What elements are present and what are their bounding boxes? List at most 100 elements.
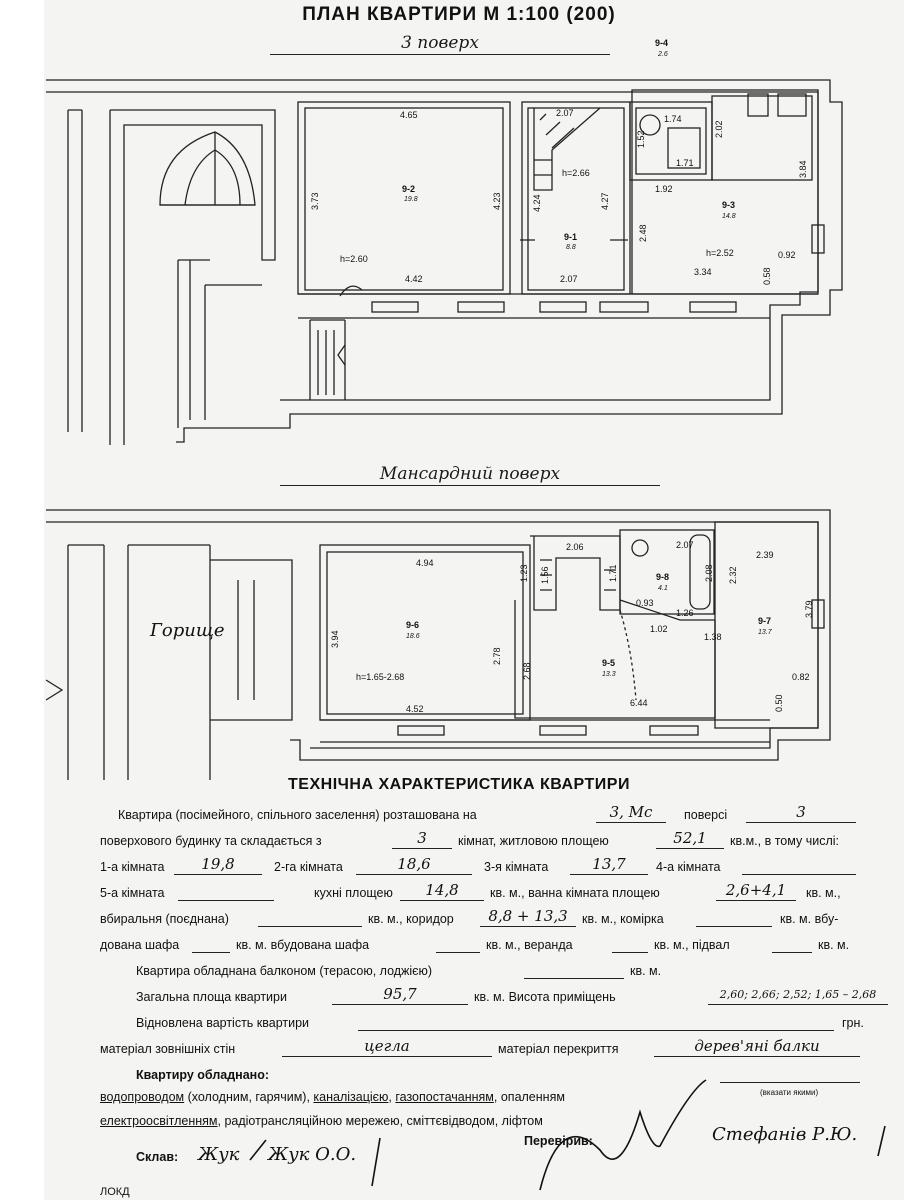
dim-9-5-e: 0.93 — [636, 598, 654, 608]
label-basement-unit: кв. м. — [818, 938, 850, 952]
dim-9-7-d: 3.79 — [804, 600, 814, 618]
field-room-4 — [742, 856, 856, 875]
dim-9-6-top: 4.94 — [416, 558, 434, 568]
field-room-count: 3 — [392, 830, 452, 849]
tech-line-9: Відновлена вартість квартири грн. — [0, 1012, 918, 1036]
stair-9-4-id: 9-4 — [655, 38, 668, 48]
field-kitchen: 14,8 — [400, 882, 484, 901]
field-value — [358, 1012, 834, 1031]
label-room-3: 3-я кімната — [484, 860, 549, 874]
label-kitchen: кухні площею — [314, 886, 393, 900]
dim-9-5-b: 1.56 — [540, 566, 550, 584]
room-9-8-area: 4.1 — [658, 585, 668, 592]
dim-9-8-a: 2.07 — [676, 540, 694, 550]
field-total-area: 95,7 — [332, 986, 468, 1005]
field-basement — [772, 934, 812, 953]
label-bathroom-unit: кв. м., — [806, 886, 841, 900]
dim-9-6-right: 2.78 — [492, 647, 502, 665]
room-9-5-area: 13.3 — [602, 671, 616, 678]
room-9-6-height: h=1.65-2.68 — [356, 672, 404, 682]
room-9-2-height: h=2.60 — [340, 254, 368, 264]
dim-9-1-top: 2.07 — [556, 108, 574, 118]
dim-9-5-d: 2.68 — [522, 662, 532, 680]
dim-9-1-bottom: 2.07 — [560, 274, 578, 284]
tech-line-10: матеріал зовнішніх стін цегла матеріал п… — [0, 1038, 918, 1062]
field-floor-material: дерев'яні балки — [654, 1038, 860, 1057]
room-9-1-id: 9-1 — [564, 232, 577, 242]
room-9-3-area: 14.8 — [722, 213, 736, 220]
attic-floor-label: Мансардний поверх — [280, 464, 660, 486]
dim-9-6-left: 3.94 — [330, 630, 340, 648]
hint-specify: (вказати якими) — [760, 1088, 819, 1097]
utility-water-types: (холодним, гарячим), — [187, 1090, 310, 1104]
dim-9-6-edge: 1.23 — [519, 564, 529, 582]
tech-line-8: Загальна площа квартири 95,7 кв. м. Висо… — [0, 986, 918, 1010]
dim-9-7-a: 2.39 — [756, 550, 774, 560]
room-9-7-id: 9-7 — [758, 616, 771, 626]
dim-9-2-right: 4.23 — [492, 192, 502, 210]
dim-9-1-left: 4.24 — [532, 194, 542, 212]
dim-9-5-a: 2.06 — [566, 542, 584, 552]
name-composed: Жук О.О. — [268, 1144, 357, 1165]
tech-line-3: 1-а кімната 19,8 2-га кімната 18,6 3-я к… — [0, 856, 918, 880]
label-checked: Перевірив: — [524, 1134, 593, 1148]
dim-9-3-f: 0.58 — [762, 267, 772, 285]
room-9-2-area: 19.8 — [404, 196, 418, 203]
dim-9-5-g: 6.44 — [630, 698, 648, 708]
room-9-8-id: 9-8 — [656, 572, 669, 582]
field-toilet — [258, 908, 362, 927]
label-equipped: Квартиру обладнано: — [136, 1068, 269, 1082]
utility-other: , радіотрансляційною мережею, сміттєвідв… — [217, 1114, 543, 1128]
dim-9-6-bottom: 4.52 — [406, 704, 424, 714]
tech-line-5: вбиральня (поєднана) кв. м., коридор 8,8… — [0, 908, 918, 932]
field-building-floors: 3 — [746, 804, 856, 823]
label-veranda: кв. м., веранда — [486, 938, 573, 952]
label-floor: поверсі — [684, 808, 728, 822]
label-room-1: 1-а кімната — [100, 860, 165, 874]
label-building: поверхового будинку та складається з — [100, 834, 322, 848]
dim-bath-left: 1.52 — [636, 130, 646, 148]
room-9-6-area: 18.6 — [406, 633, 420, 640]
field-balcony — [524, 960, 624, 979]
dim-9-3-d: 2.48 — [638, 224, 648, 242]
dim-9-3-a: 2.02 — [714, 120, 724, 138]
field-storage — [696, 908, 772, 927]
tech-line-12: водопроводом (холодним, гарячим), каналі… — [0, 1086, 918, 1110]
dim-9-1-right: 4.27 — [600, 192, 610, 210]
field-veranda — [612, 934, 648, 953]
room-9-3-id: 9-3 — [722, 200, 735, 210]
room-9-1-height: h=2.66 — [562, 168, 590, 178]
label-basement: кв. м., підвал — [654, 938, 730, 952]
dim-9-7-b: 2.32 — [728, 566, 738, 584]
utility-heating: опаленням — [500, 1090, 565, 1104]
field-wall-material: цегла — [282, 1038, 492, 1057]
field-room-2: 18,6 — [356, 856, 472, 875]
page-margin-right — [904, 0, 918, 1200]
label-wall-material: матеріал зовнішніх стін — [100, 1042, 236, 1056]
utility-electricity: електроосвітленням — [100, 1114, 218, 1128]
dim-9-7-f: 0.50 — [774, 694, 784, 712]
dim-9-5-c: 1.71 — [608, 564, 618, 582]
field-wardrobe-2 — [436, 934, 480, 953]
dim-9-7-e: 0.82 — [792, 672, 810, 682]
field-corridor: 8,8 + 13,3 — [480, 908, 576, 927]
floor-plans: 4.65 3.73 4.23 4.42 9-2 19.8 h=2.60 2.07… — [45, 38, 843, 780]
label-built-in-1: кв. м. вбу- — [780, 912, 839, 926]
utilities-row-2: електроосвітленням, радіотрансляційною м… — [100, 1114, 543, 1128]
room-9-7-area: 13.7 — [758, 629, 773, 636]
room-9-6-id: 9-6 — [406, 620, 419, 630]
label-location: Квартира (посімейного, спільного заселен… — [118, 808, 477, 822]
label-including: кв.м., в тому числі: — [730, 834, 839, 848]
dim-9-5-f: 1.02 — [650, 624, 668, 634]
tech-title: ТЕХНІЧНА ХАРАКТЕРИСТИКА КВАРТИРИ — [288, 776, 630, 793]
dim-9-2-top: 4.65 — [400, 110, 418, 120]
label-height: кв. м. Висота приміщень — [474, 990, 616, 1004]
room-9-2-id: 9-2 — [402, 184, 415, 194]
room-9-3-height: h=2.52 — [706, 248, 734, 258]
field-room-5 — [178, 882, 274, 901]
label-wardrobe: дована шафа — [100, 938, 180, 952]
name-checked: Стефанів Р.Ю. — [712, 1124, 858, 1145]
dim-9-3-g: 0.92 — [778, 250, 796, 260]
label-floor-material: матеріал перекриття — [498, 1042, 619, 1056]
dim-bath-top: 1.74 — [664, 114, 682, 124]
